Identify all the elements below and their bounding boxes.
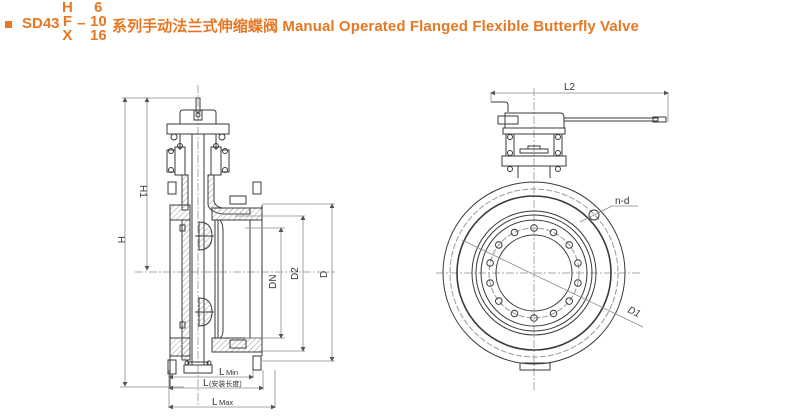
model-prefix: SD43 [22,15,60,32]
outer-bolt-circle [449,188,619,358]
flange-face [480,219,588,327]
handle-hub [497,115,519,125]
bolt-hole [486,279,494,287]
svg-text:(安装长度): (安装长度) [209,379,242,388]
disc-left-section [181,219,191,361]
model-number-16: 16 [90,27,107,44]
label-dn: DN [268,275,279,289]
model-dash: – [77,15,86,32]
top-bolt-right [218,133,226,141]
gear-box-top [504,112,565,129]
inner-bolt-circle [488,227,580,319]
top-plate [166,123,230,135]
stem-nut [193,109,203,121]
bolt-hole [530,314,538,322]
svg-text:Max: Max [219,398,233,407]
expansion-bolt-bottom [229,339,247,349]
gland-bolts-left [166,143,186,176]
label-d1: D1 [626,305,642,320]
outer-flange [442,181,626,365]
title-chinese: 系列手动法兰式伸缩蝶阀 [112,18,279,35]
bolt-hole [549,309,558,318]
bolt-hole [549,228,558,237]
seat-inner [475,214,593,332]
left-flange-tab-top [167,181,177,195]
svg-text:L: L [212,397,218,408]
bolt-hole [530,224,538,232]
bolt-hole [486,259,494,267]
label-lmax: L Max [212,397,233,408]
top-bolt-left [170,133,178,141]
svg-text:L: L [203,378,209,389]
label-n-d: n-d [615,196,629,207]
svg-text:L: L [219,367,225,378]
bolt-holes [486,224,582,322]
label-d: D [319,271,330,278]
model-letter-x: X [62,27,73,44]
handle-crank [491,101,509,112]
stem-nut-hole [195,112,201,118]
right-flange-tab-top [252,181,262,195]
label-l2: L2 [564,82,576,93]
bolt-hole [510,228,519,237]
label-h: H [115,236,126,243]
expansion-bolt-top [229,195,247,205]
model-letter-h: H [62,0,73,16]
front-view [436,88,667,392]
right-body-top [211,207,263,221]
body-outer [456,195,612,351]
model-number-6: 6 [94,0,103,16]
label-h1: H1 [137,185,148,198]
gland-bolts-right [210,143,230,176]
bolt-hole [574,259,582,267]
front-dimensions [461,90,669,328]
bore [495,234,573,312]
stem-top [195,97,201,113]
model-number-10: 10 [90,13,107,30]
bolt-hole [565,241,574,249]
label-l-install: L (安装长度) [203,378,242,389]
leader-n-d [579,205,613,223]
bolt-hole [510,309,519,318]
left-flange-tab-bottom [167,359,177,375]
bolt-hole [495,297,503,305]
model-letter-f: F [62,13,72,30]
seat-outer [471,210,597,336]
label-d2: D2 [290,267,301,280]
dim-line-d1 [461,239,644,328]
page-title: 系列手动法兰式伸缩蝶阀 Manual Operated Flanged Flex… [112,15,639,36]
right-flange-tab-bottom [252,355,262,371]
title-english: Manual Operated Flanged Flexible Butterf… [282,18,639,35]
model-numbers-stack: 6 10 16 [90,0,107,44]
square-bullet-icon [5,21,12,28]
n-d-hole [588,209,600,221]
model-letters-stack: H F X [62,0,73,44]
side-dimensions [120,97,335,410]
bolt-hole [574,279,582,287]
svg-text:Min: Min [226,368,238,377]
bolt-hole [565,297,574,305]
lever-arm [563,117,659,122]
mount-flange [501,155,567,167]
side-view [135,85,335,405]
bottom-foot [519,362,551,371]
bolt-hole [495,241,503,249]
label-lmin: L Min [219,367,238,378]
title-bar: SD43 H F X – 6 10 16 系列手动法兰式伸缩蝶阀 Manual … [0,0,800,48]
lever-grip [652,116,667,123]
